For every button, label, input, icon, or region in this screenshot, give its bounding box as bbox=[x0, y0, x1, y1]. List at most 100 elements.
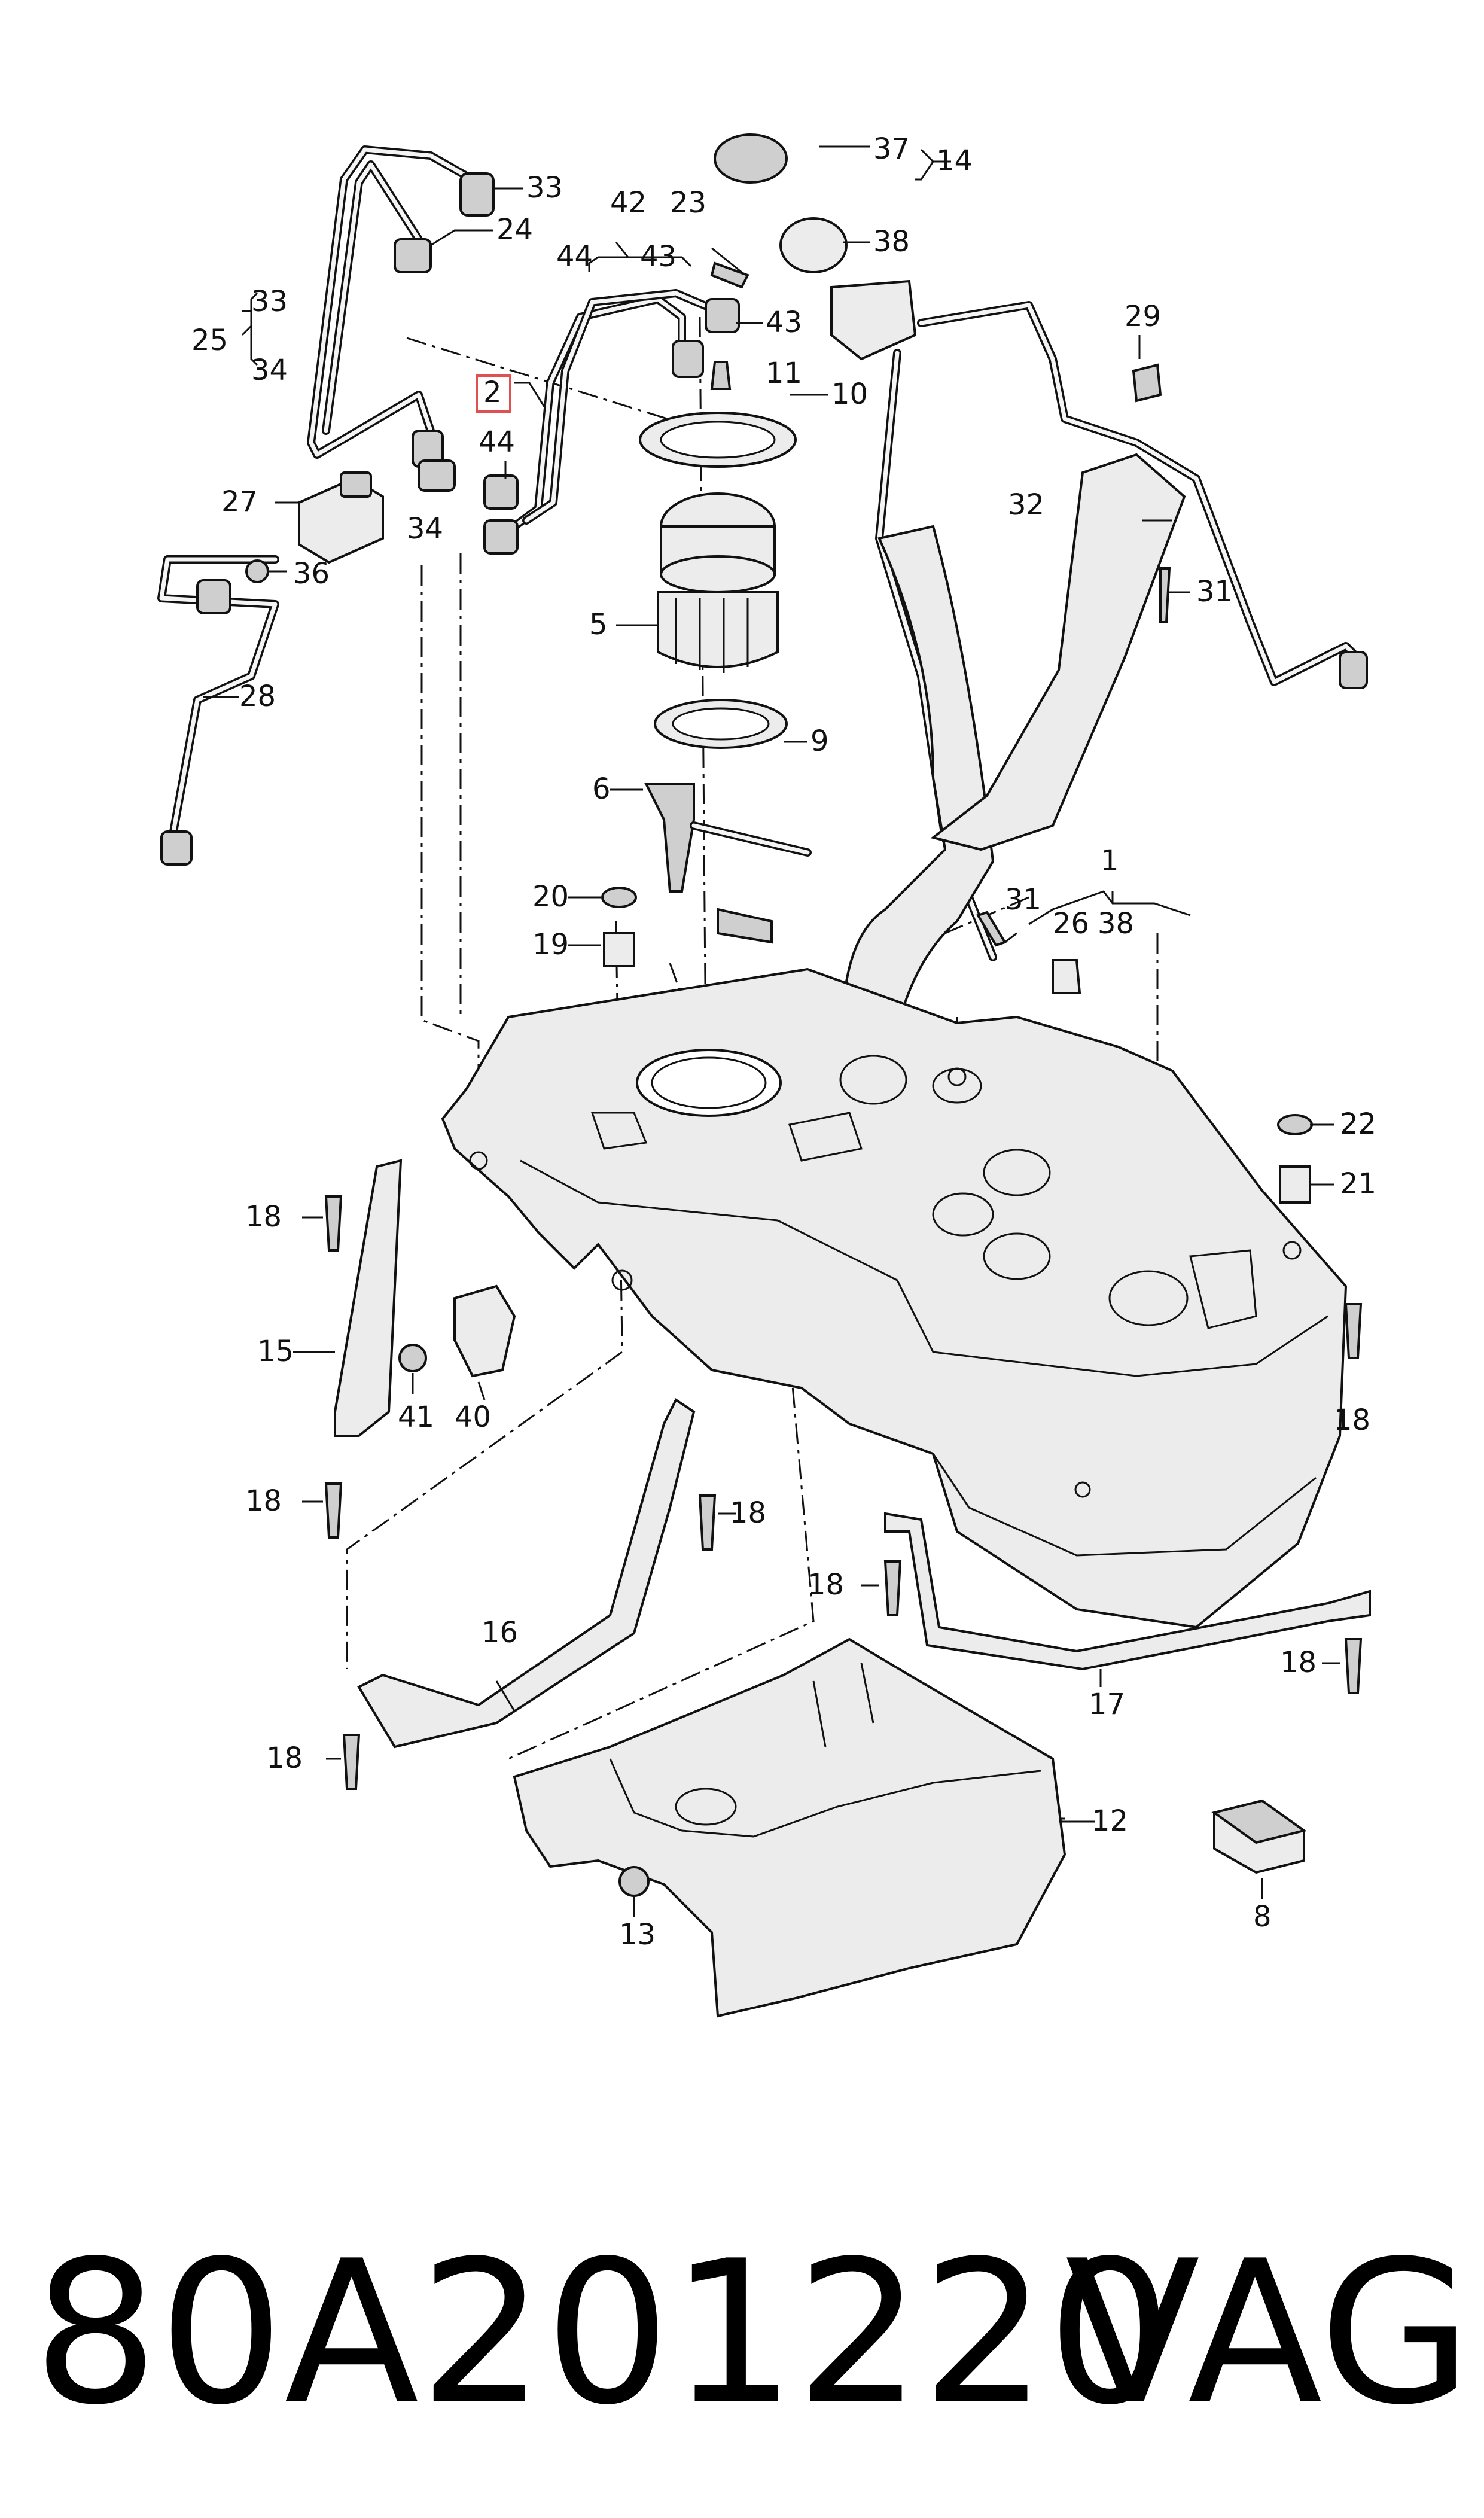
cap-14 bbox=[714, 133, 788, 184]
callout-38b: 38 bbox=[1098, 907, 1134, 940]
connector-24 bbox=[394, 238, 432, 273]
callout-41: 41 bbox=[398, 1400, 434, 1434]
callout-34a: 34 bbox=[251, 354, 288, 387]
callout-10: 10 bbox=[831, 377, 868, 411]
filler-pipe bbox=[710, 133, 1368, 1031]
callout-5: 5 bbox=[589, 608, 608, 641]
callout-31b: 31 bbox=[1005, 883, 1041, 917]
rivet-31-top bbox=[1159, 567, 1171, 623]
callout-9: 9 bbox=[810, 724, 829, 758]
callout-15: 15 bbox=[257, 1335, 294, 1368]
highlight-box-2 bbox=[476, 374, 511, 413]
fuel-lines-42 bbox=[476, 289, 740, 555]
callout-23: 23 bbox=[670, 186, 706, 220]
bolt-18-e bbox=[1344, 1303, 1363, 1359]
callout-2: 2 bbox=[483, 376, 502, 409]
callout-18f: 18 bbox=[1280, 1646, 1317, 1679]
callout-21: 21 bbox=[1340, 1167, 1376, 1201]
bolt-18-c bbox=[698, 1494, 717, 1551]
fuel-tank bbox=[441, 967, 1348, 1629]
grommet-38 bbox=[779, 217, 848, 273]
callout-8: 8 bbox=[1253, 1900, 1272, 1934]
callout-18d: 18 bbox=[730, 1496, 766, 1530]
callout-34b: 34 bbox=[407, 512, 443, 546]
callout-36: 36 bbox=[293, 557, 330, 590]
callout-27: 27 bbox=[221, 485, 258, 519]
callout-18g: 18 bbox=[266, 1741, 303, 1775]
connector-44b bbox=[483, 519, 519, 555]
valve-11 bbox=[710, 361, 732, 390]
callout-14: 14 bbox=[936, 144, 973, 178]
callout-44a: 44 bbox=[556, 240, 593, 273]
bolt-18-d bbox=[883, 1560, 902, 1616]
connector-34 bbox=[418, 459, 456, 492]
callout-25: 25 bbox=[191, 324, 228, 357]
bracket-40 bbox=[398, 1284, 516, 1378]
callout-33b: 33 bbox=[251, 285, 288, 318]
connector-44 bbox=[483, 474, 519, 510]
clip-36 bbox=[245, 559, 269, 583]
fuel-pump-module bbox=[639, 361, 812, 944]
cap-20 bbox=[601, 887, 637, 908]
nut-13 bbox=[618, 1866, 650, 1897]
tank-fittings bbox=[601, 887, 1313, 1204]
callout-18b: 18 bbox=[1334, 1403, 1370, 1437]
callout-38a: 38 bbox=[873, 225, 910, 258]
fuel-lines-upper-left bbox=[307, 145, 495, 492]
bolt-18-g bbox=[342, 1734, 361, 1790]
grommet-26 bbox=[1052, 959, 1081, 994]
sender-6 bbox=[644, 783, 695, 893]
callout-43b: 43 bbox=[766, 306, 802, 339]
cap-22 bbox=[1277, 1114, 1313, 1135]
part-number-label: 80A201220 bbox=[33, 2218, 1173, 2448]
carbon-filter-27 bbox=[157, 471, 384, 866]
connector-28-bottom bbox=[160, 830, 193, 866]
callout-19: 19 bbox=[532, 928, 569, 961]
bolt-18-b bbox=[324, 1482, 343, 1539]
callout-29: 29 bbox=[1125, 300, 1161, 333]
callout-32: 32 bbox=[1008, 488, 1044, 522]
callout-12: 12 bbox=[1092, 1804, 1128, 1838]
strap-16 bbox=[357, 1398, 696, 1749]
straps bbox=[324, 1159, 1371, 1790]
callout-13: 13 bbox=[619, 1918, 656, 1951]
callout-22: 22 bbox=[1340, 1107, 1376, 1141]
filler-head bbox=[830, 279, 917, 361]
filler-neck-32 bbox=[930, 363, 1186, 947]
callout-17: 17 bbox=[1089, 1688, 1125, 1721]
bolt-23 bbox=[710, 261, 749, 289]
callout-26: 26 bbox=[1053, 907, 1089, 940]
callout-20: 20 bbox=[532, 880, 569, 914]
callout-28: 28 bbox=[239, 680, 276, 713]
callout-24: 24 bbox=[496, 213, 533, 246]
callout-11: 11 bbox=[766, 357, 802, 390]
leader-lines bbox=[203, 145, 1340, 1917]
callout-1: 1 bbox=[1101, 844, 1119, 878]
callout-33a: 33 bbox=[526, 171, 563, 205]
vent-connector bbox=[1339, 651, 1368, 689]
strap-15 bbox=[334, 1159, 403, 1437]
connector-28-top bbox=[196, 579, 231, 614]
nut-41 bbox=[398, 1344, 427, 1372]
callout-44b: 44 bbox=[479, 425, 515, 459]
connector-42 bbox=[672, 340, 704, 378]
grommet-19 bbox=[603, 932, 635, 967]
callout-37: 37 bbox=[873, 132, 910, 166]
callout-6: 6 bbox=[592, 772, 611, 806]
callout-18c: 18 bbox=[245, 1484, 282, 1518]
callout-18e: 18 bbox=[807, 1568, 844, 1601]
callout-40: 40 bbox=[455, 1400, 491, 1434]
callout-42: 42 bbox=[610, 186, 647, 220]
grommet-21 bbox=[1279, 1165, 1311, 1204]
connector-33 bbox=[459, 172, 495, 217]
clip-29 bbox=[1132, 363, 1162, 403]
brand-label: VAG bbox=[1065, 2218, 1472, 2448]
callout-43a: 43 bbox=[640, 240, 677, 273]
callout-labels: 33 24 33 25 34 42 44 43 23 37 14 38 43 1… bbox=[191, 132, 1376, 1951]
callout-31a: 31 bbox=[1196, 575, 1233, 608]
callout-16: 16 bbox=[482, 1616, 518, 1649]
control-module-8 bbox=[1211, 1799, 1307, 1874]
callout-18a: 18 bbox=[245, 1200, 282, 1234]
connector-43 bbox=[705, 298, 740, 333]
